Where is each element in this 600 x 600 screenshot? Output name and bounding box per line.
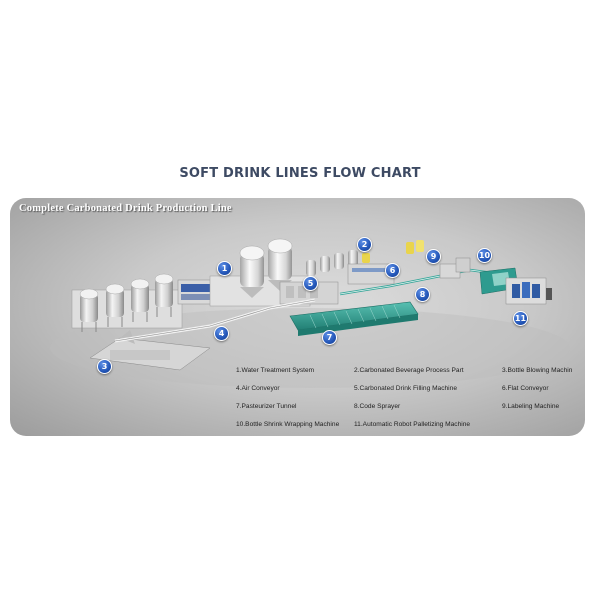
badge-2[interactable]: 2	[357, 237, 372, 252]
badge-10[interactable]: 10	[477, 248, 492, 263]
legend-item: 1.Water Treatment System	[236, 367, 315, 374]
legend-item: 10.Bottle Shrink Wrapping Machine	[236, 421, 340, 428]
labeling-machine	[439, 257, 471, 279]
process-platform	[279, 281, 339, 305]
badge-4[interactable]: 4	[214, 326, 229, 341]
badge-5[interactable]: 5	[303, 276, 318, 291]
flat-conveyor-rail	[339, 269, 501, 295]
legend-item: 4.Air Conveyor	[236, 385, 280, 392]
legend-item: 2.Carbonated Beverage Process Part	[354, 367, 464, 374]
badge-7[interactable]: 7	[322, 330, 337, 345]
production-line-panel: Complete Carbonated Drink Production Lin…	[10, 198, 585, 436]
panel-title: Complete Carbonated Drink Production Lin…	[19, 203, 232, 214]
badge-11[interactable]: 11	[513, 311, 528, 326]
legend-item: 8.Code Sprayer	[354, 403, 401, 410]
legend-item: 5.Carbonated Drink Filling Machine	[354, 385, 457, 392]
blowing-machine	[89, 330, 211, 371]
process-tanks	[306, 240, 424, 276]
production-line-illustration	[50, 238, 570, 388]
legend-item: 11.Automatic Robot Palletizing Machine	[354, 421, 471, 428]
badge-9[interactable]: 9	[426, 249, 441, 264]
badge-1[interactable]: 1	[217, 261, 232, 276]
palletizing-robot	[505, 277, 552, 305]
small-tanks-row	[71, 273, 183, 332]
badge-8[interactable]: 8	[415, 287, 430, 302]
legend-item: 6.Flat Conveyor	[502, 385, 549, 392]
legend-item: 9.Labeling Machine	[502, 403, 560, 410]
badge-6[interactable]: 6	[385, 263, 400, 278]
badge-3[interactable]: 3	[97, 359, 112, 374]
page-title: SOFT DRINK LINES FLOW CHART	[179, 166, 421, 181]
air-conveyor-rail	[114, 299, 316, 342]
legend-item: 7.Pasteurizer Tunnel	[236, 403, 297, 410]
legend-item: 3.Bottle Blowing Machin	[502, 367, 573, 374]
